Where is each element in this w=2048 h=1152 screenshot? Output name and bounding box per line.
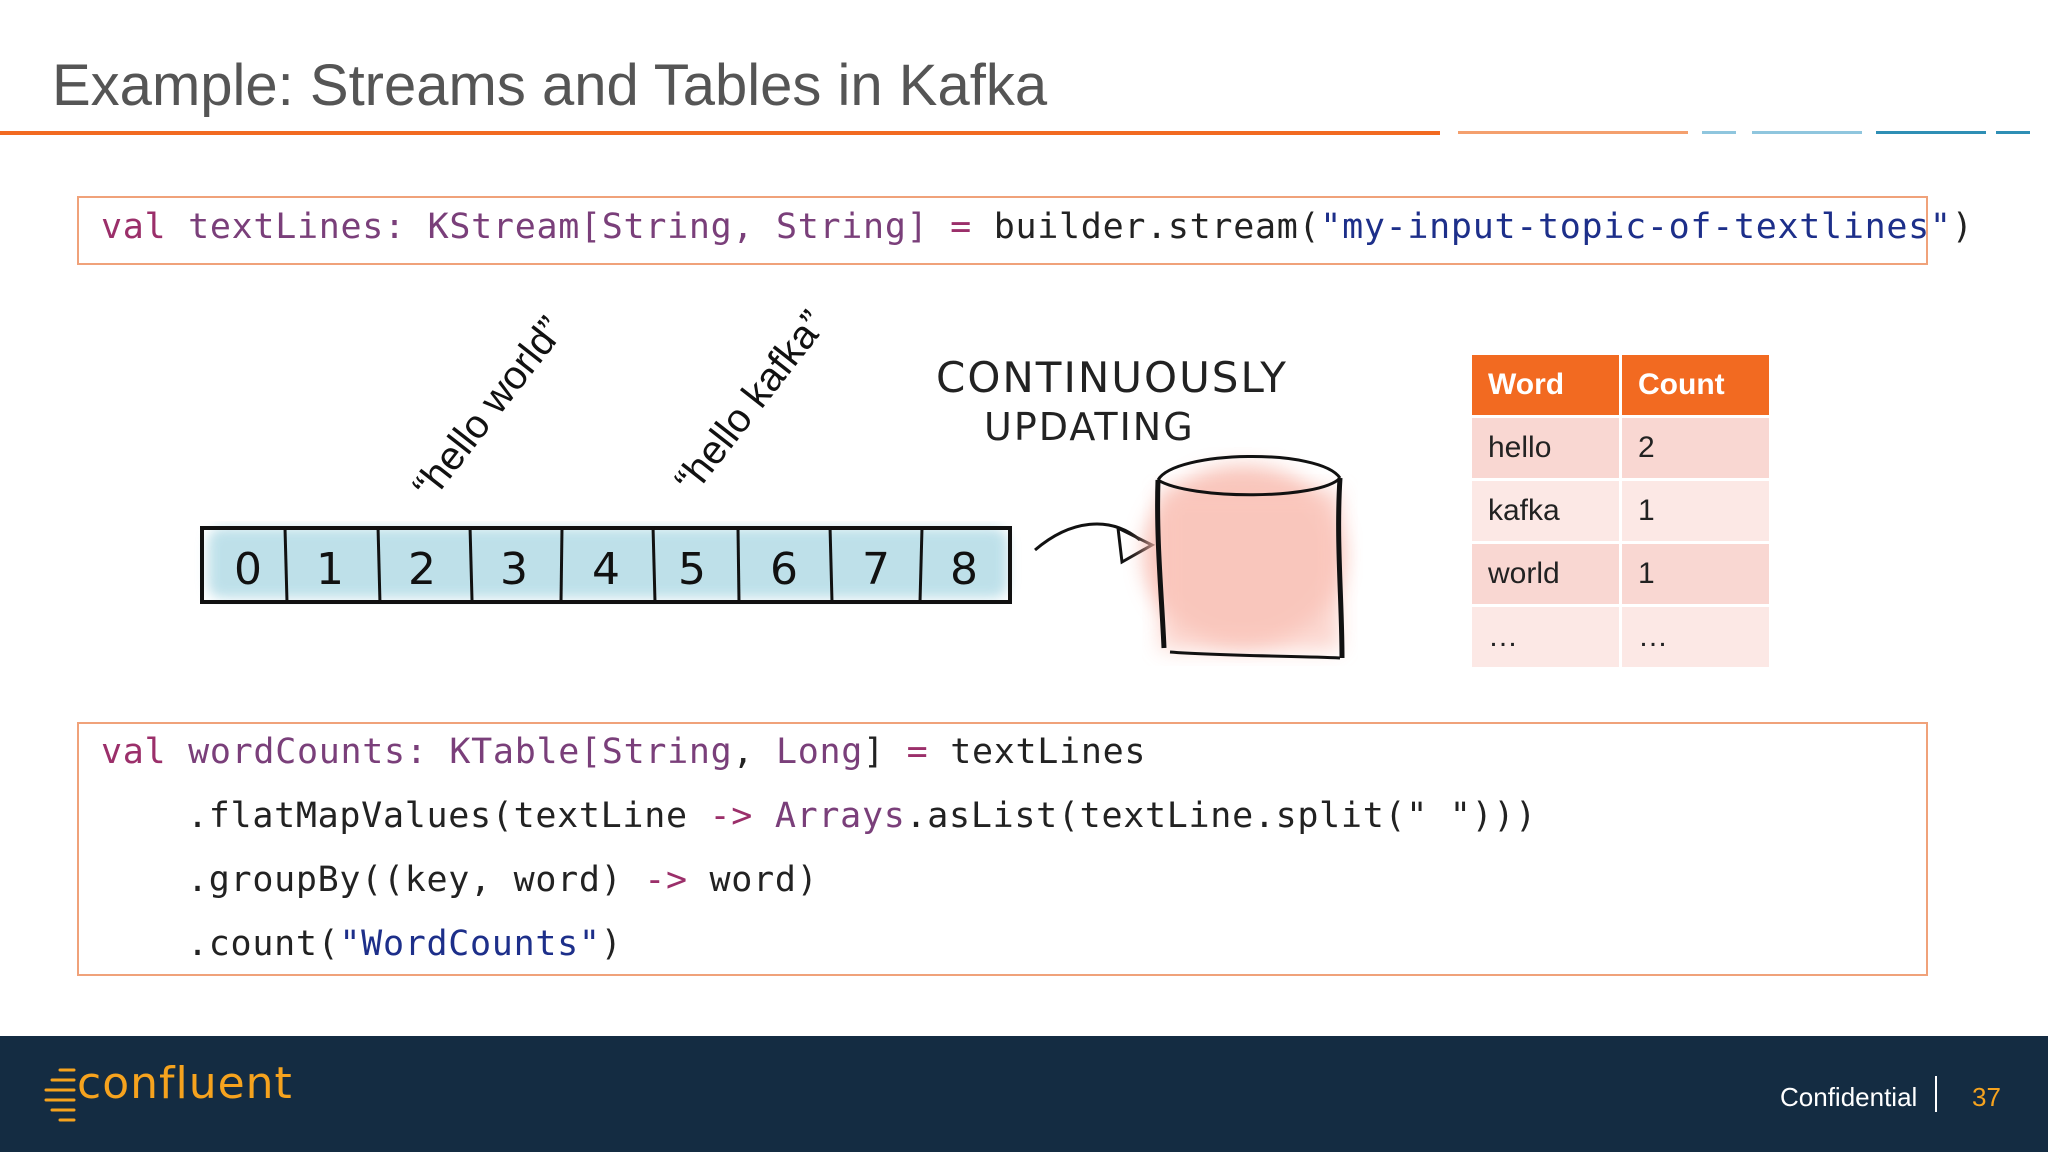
cell-word: hello [1471, 417, 1621, 480]
keyword-val: val [101, 207, 166, 247]
title-rule-blue-2 [1996, 131, 2030, 134]
keyword-val: val [101, 732, 166, 772]
builder-call: builder.stream( [994, 207, 1321, 247]
type-kstream: KStream[String, String] [428, 207, 929, 247]
footer-bar: confluent Confidential 37 [0, 1036, 2048, 1152]
title-rule-orange-light [1458, 131, 1688, 134]
variable-name: wordCounts: [188, 732, 428, 772]
table-row: kafka 1 [1471, 480, 1771, 543]
source-stream: textLines [950, 732, 1146, 772]
column-header-word: Word [1471, 354, 1621, 417]
cell-count: 1 [1621, 480, 1771, 543]
offset-4: 4 [592, 544, 620, 595]
confluent-logo-text: confluent [77, 1058, 293, 1109]
close-paren: ) [601, 924, 623, 964]
type-string: String [602, 732, 733, 772]
note-continuously: CONTINUOUSLY [936, 353, 1288, 402]
offset-7: 7 [862, 544, 890, 595]
column-header-count: Count [1621, 354, 1771, 417]
title-rule-blue-1 [1876, 131, 1986, 134]
cell-count: 1 [1621, 543, 1771, 606]
footer-divider [1935, 1076, 1937, 1112]
arrow-icon [1035, 524, 1152, 562]
slide-title: Example: Streams and Tables in Kafka [52, 52, 1047, 119]
cell-word: kafka [1471, 480, 1621, 543]
offset-6: 6 [770, 544, 798, 595]
type-close: ] [863, 732, 885, 772]
arrays-class: Arrays [775, 796, 906, 836]
cell-count: 2 [1621, 417, 1771, 480]
confidential-label: Confidential [1780, 1082, 1917, 1113]
code-line-4: .count("WordCounts") [187, 924, 622, 964]
offset-5: 5 [678, 544, 706, 595]
cell-word: … [1471, 606, 1621, 669]
title-rule-blue-light-1 [1702, 131, 1736, 134]
offset-0: 0 [234, 544, 262, 595]
code-block-kstream: val textLines: KStream[String, String] =… [77, 196, 1928, 265]
count-call: .count( [187, 924, 339, 964]
cell-word: world [1471, 543, 1621, 606]
topic-string: "my-input-topic-of-textlines" [1320, 207, 1951, 247]
code-line: val textLines: KStream[String, String] =… [101, 207, 1973, 247]
title-rule-blue-light-2 [1752, 131, 1862, 134]
table-store-cylinder-icon [1143, 456, 1343, 658]
table-row: world 1 [1471, 543, 1771, 606]
record-label-hello-world: “hello world” [404, 309, 573, 508]
code-line-1: val wordCounts: KTable[String, Long] = t… [101, 732, 1146, 772]
offset-1: 1 [316, 544, 344, 595]
stream-log: 0 1 2 3 4 5 6 7 8 [202, 526, 1010, 604]
cell-count: … [1621, 606, 1771, 669]
type-long: Long [776, 732, 863, 772]
table-row: … … [1471, 606, 1771, 669]
lambda-arrow: -> [710, 796, 754, 836]
note-updating: UPDATING [984, 405, 1195, 449]
code-line-2: .flatMapValues(textLine -> Arrays.asList… [187, 796, 1537, 836]
type-separator: , [732, 732, 776, 772]
aslist-call: .asList(textLine.split(" "))) [906, 796, 1537, 836]
groupby-result: word) [688, 860, 819, 900]
title-rule-orange [0, 131, 1440, 135]
variable-name: textLines: [188, 207, 406, 247]
offset-8: 8 [950, 544, 978, 595]
table-row: hello 2 [1471, 417, 1771, 480]
code-block-ktable: val wordCounts: KTable[String, Long] = t… [77, 722, 1928, 976]
store-name-string: "WordCounts" [339, 924, 600, 964]
page-number: 37 [1972, 1082, 2001, 1113]
offset-2: 2 [408, 544, 436, 595]
lambda-arrow: -> [644, 860, 688, 900]
code-line-3: .groupBy((key, word) -> word) [187, 860, 818, 900]
close-paren: ) [1952, 207, 1974, 247]
assign-operator: = [907, 732, 929, 772]
type-ktable: KTable[ [449, 732, 601, 772]
flatmap-call: .flatMapValues(textLine [187, 796, 710, 836]
assign-operator: = [950, 207, 972, 247]
word-count-table: Word Count hello 2 kafka 1 world 1 … … [1469, 352, 1772, 670]
groupby-call: .groupBy((key, word) [187, 860, 644, 900]
space [753, 796, 775, 836]
table-header-row: Word Count [1471, 354, 1771, 417]
record-label-hello-kafka: “hello kafka” [666, 303, 835, 502]
confluent-logo-icon [42, 1064, 82, 1124]
offset-3: 3 [500, 544, 528, 595]
